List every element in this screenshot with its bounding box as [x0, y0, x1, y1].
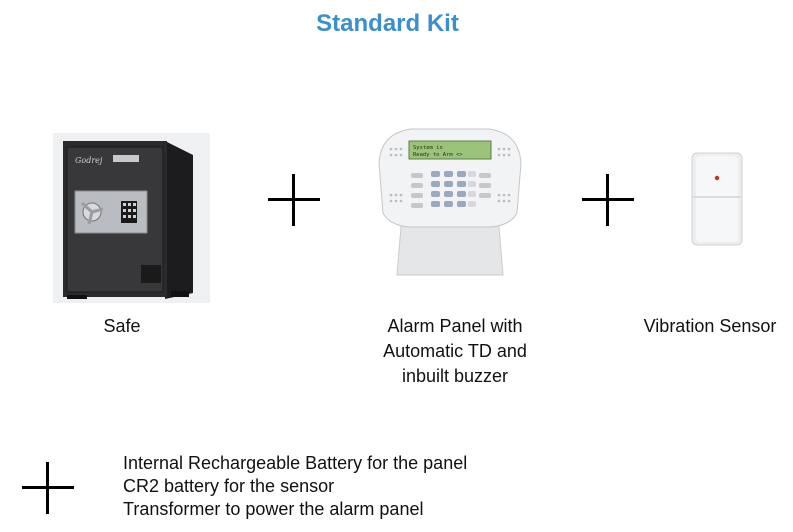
alarm-panel-caption: Alarm Panel with Automatic TD and inbuil…: [383, 316, 527, 386]
safe-caption: Safe: [103, 316, 141, 336]
page-title: Standard Kit: [316, 10, 459, 37]
list-item: Transformer to power the alarm panel: [123, 499, 424, 519]
plus-icon: [22, 462, 74, 514]
list-item: CR2 battery for the sensor: [123, 476, 335, 496]
svg-text:Ready to Arm <>: Ready to Arm <>: [413, 152, 463, 158]
safe-image: Godrej: [53, 133, 210, 303]
plus-icon: [582, 174, 634, 226]
vibration-sensor-caption: Vibration Sensor: [643, 316, 777, 336]
svg-text:System is: System is: [413, 145, 443, 151]
safe-brand: Godrej: [75, 156, 103, 165]
list-item: Internal Rechargeable Battery for the pa…: [123, 453, 468, 473]
plus-icon: [268, 174, 320, 226]
alarm-panel-image: System is Ready to Arm <>: [371, 125, 529, 283]
vibration-sensor-image: [688, 150, 746, 250]
included-items-list: Internal Rechargeable Battery for the pa…: [123, 452, 467, 521]
